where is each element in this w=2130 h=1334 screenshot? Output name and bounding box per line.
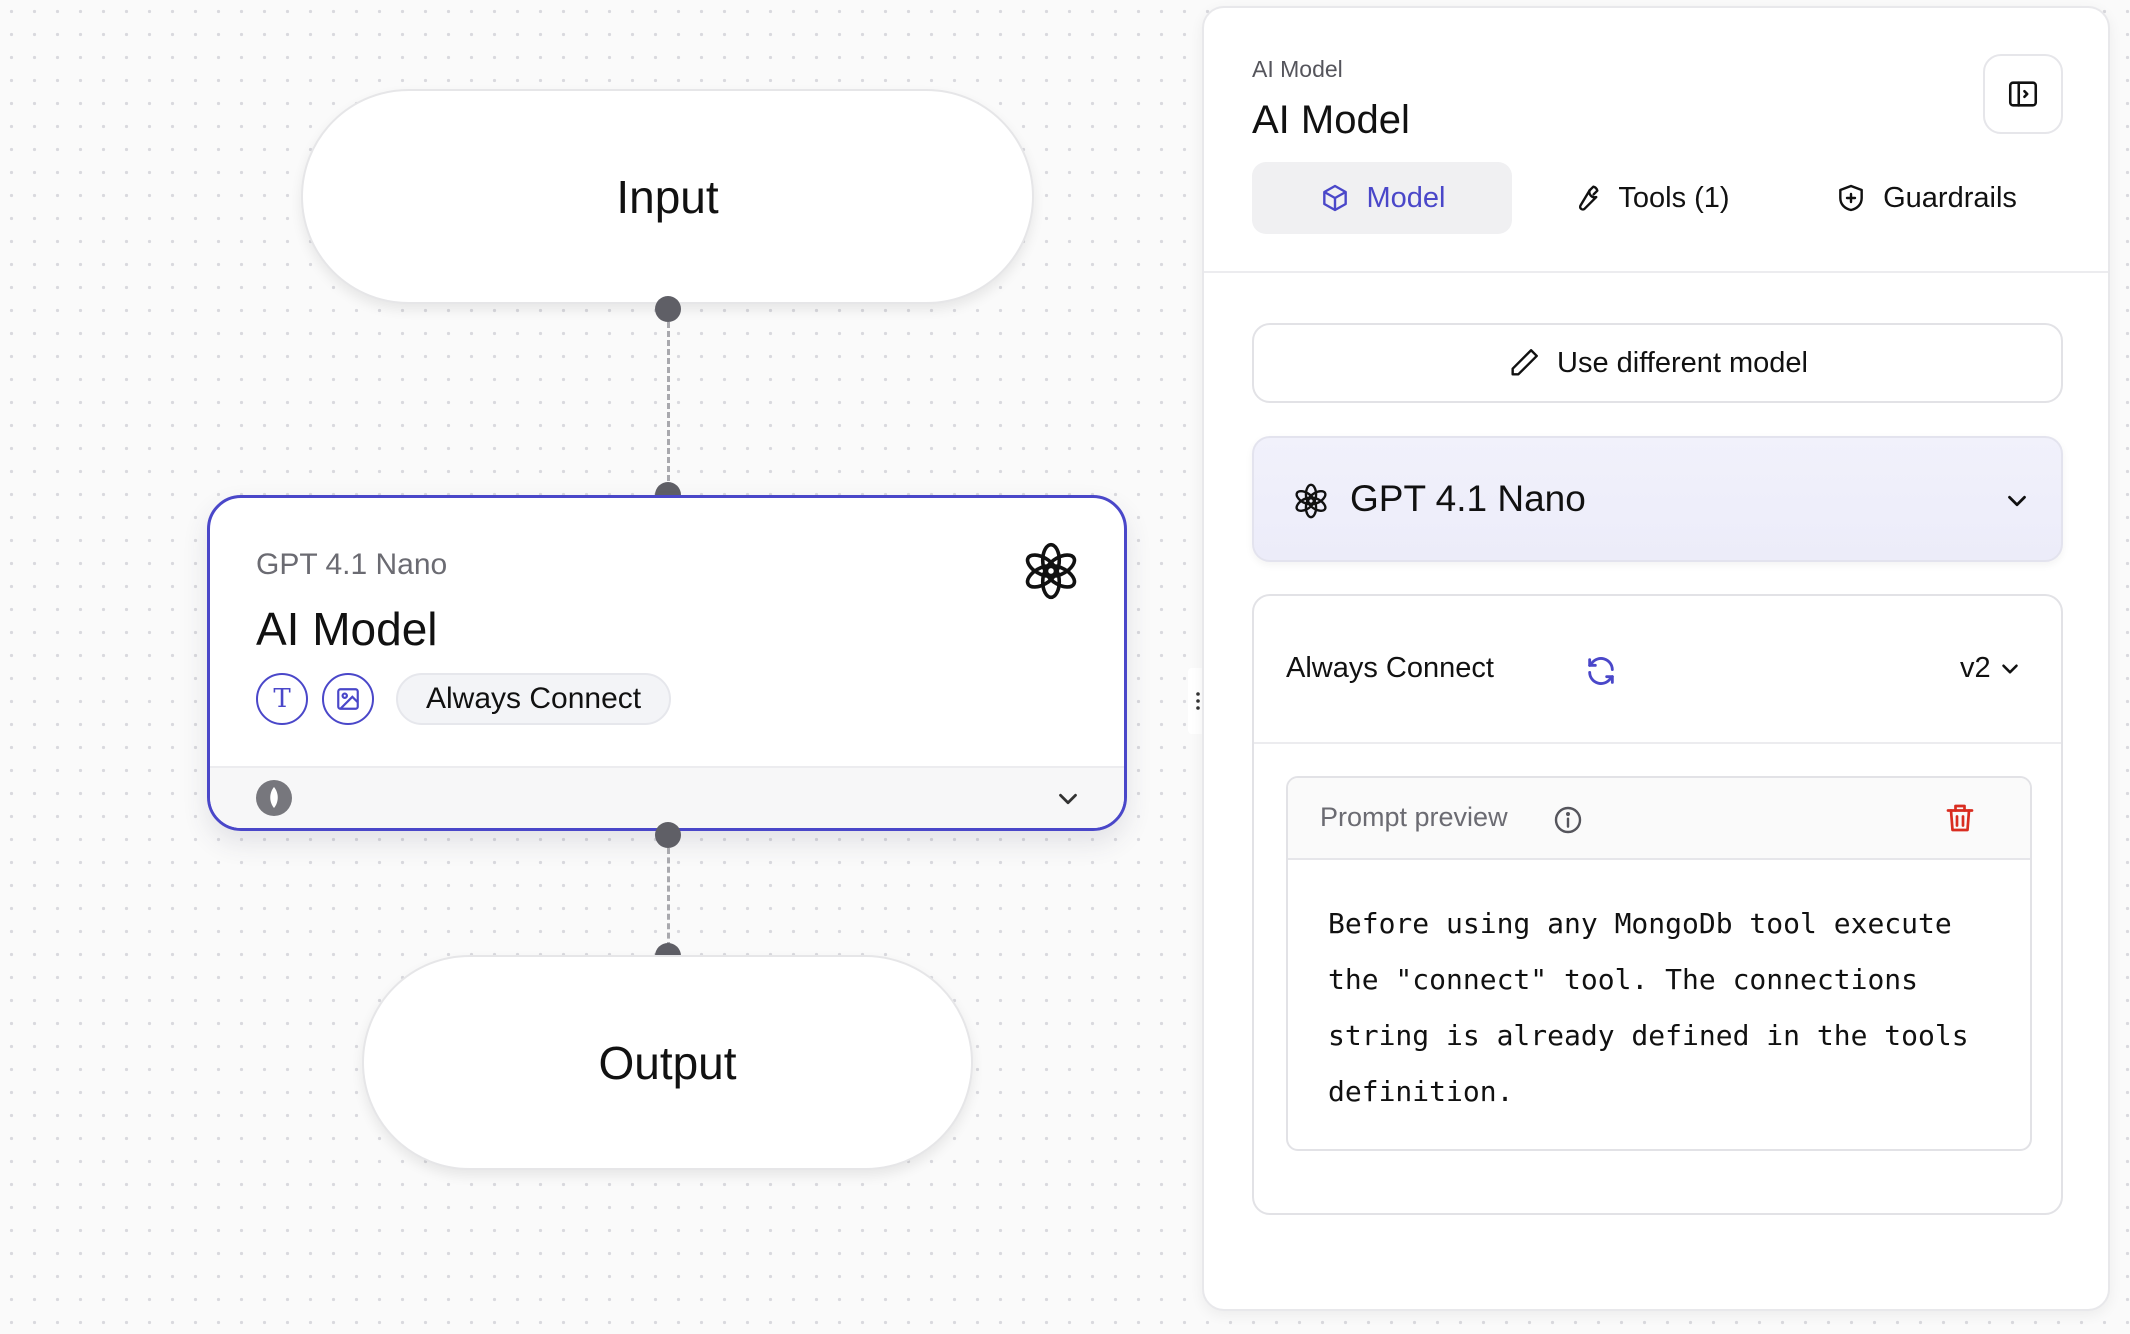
- tab-model[interactable]: Model: [1252, 162, 1512, 234]
- chevron-down-icon: [2001, 663, 2018, 674]
- prompt-preview-label: Prompt preview: [1320, 802, 1508, 832]
- sidebar-toggle-icon: [2008, 81, 2038, 107]
- prompt-card: Always Connect v2 Prompt preview Before: [1252, 594, 2063, 1215]
- trash-icon[interactable]: [1942, 800, 1978, 836]
- input-node[interactable]: Input: [301, 89, 1034, 304]
- openai-logo-icon: [1295, 483, 1327, 519]
- prompt-name: Always Connect: [1286, 652, 1494, 684]
- ai-model-node[interactable]: GPT 4.1 Nano AI Model T: [207, 495, 1127, 831]
- tab-tools[interactable]: Tools (1): [1512, 162, 1788, 234]
- prompt-preview-text: Before using any MongoDb tool execute th…: [1328, 907, 1969, 1108]
- node-model-name: GPT 4.1 Nano: [256, 548, 448, 581]
- flow-canvas[interactable]: Input GPT 4.1 Nano AI Model T: [0, 0, 1200, 1334]
- edge-input-to-model: [667, 322, 670, 490]
- toggle-panel-button[interactable]: [1983, 54, 2063, 134]
- wrench-icon: [1579, 185, 1599, 211]
- pencil-icon: [1511, 349, 1538, 376]
- output-node-label: Output: [598, 1036, 737, 1089]
- prompt-preview: Prompt preview Before using any MongoDb …: [1286, 776, 2032, 1151]
- shield-icon: [1839, 184, 1863, 212]
- refresh-icon[interactable]: [1584, 654, 1618, 688]
- input-output-handle[interactable]: [655, 296, 681, 322]
- output-node[interactable]: Output: [362, 955, 973, 1170]
- text-capability-icon: T: [256, 673, 308, 725]
- openai-logo-icon: [1025, 542, 1077, 600]
- chevron-down-icon[interactable]: [1053, 784, 1083, 814]
- model-output-handle[interactable]: [655, 822, 681, 848]
- selected-model: GPT 4.1 Nano: [1350, 478, 1586, 519]
- properties-panel: AI Model AI Model Model Tools (1) Guardr…: [1202, 6, 2110, 1311]
- cube-icon: [1322, 184, 1347, 212]
- mongodb-leaf-icon: [256, 780, 292, 816]
- image-capability-icon: [322, 673, 374, 725]
- info-icon[interactable]: [1552, 804, 1584, 836]
- node-title: AI Model: [256, 603, 438, 655]
- node-footer[interactable]: [210, 766, 1124, 828]
- prompt-version-select[interactable]: v2: [1960, 652, 2023, 685]
- prompt-preview-header: Prompt preview: [1288, 778, 2030, 860]
- prompt-tag: Always Connect: [396, 673, 672, 725]
- input-node-label: Input: [616, 170, 719, 223]
- panel-title: AI Model: [1252, 98, 1410, 142]
- tab-guardrails[interactable]: Guardrails: [1788, 162, 2064, 234]
- panel-tabs: Model Tools (1) Guardrails: [1252, 162, 2064, 234]
- model-select-dropdown[interactable]: GPT 4.1 Nano: [1252, 436, 2063, 562]
- panel-divider: [1204, 271, 2108, 273]
- prompt-header: Always Connect v2: [1254, 596, 2061, 744]
- node-badges: T Always Connect: [256, 673, 672, 725]
- panel-breadcrumb: AI Model: [1252, 56, 1343, 82]
- chevron-down-icon: [2008, 495, 2026, 507]
- edge-model-to-output: [667, 848, 670, 948]
- use-different-model-button[interactable]: Use different model: [1252, 323, 2063, 403]
